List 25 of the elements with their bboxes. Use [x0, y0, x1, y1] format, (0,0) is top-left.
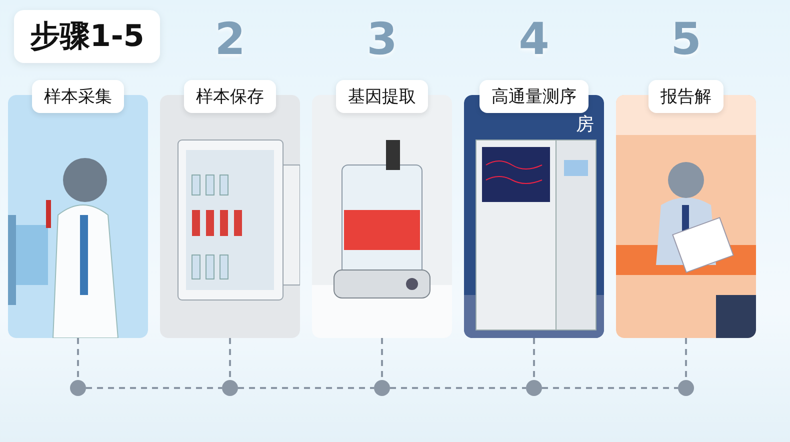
- step-number: 3: [366, 14, 398, 65]
- step-number: 5: [670, 14, 702, 65]
- timeline-dot: [678, 380, 694, 396]
- dashed-connector: [533, 338, 535, 380]
- step-number: 4: [518, 14, 550, 65]
- dashed-connector: [542, 387, 678, 389]
- step-label: 高通量测序: [480, 80, 588, 113]
- step-label: 样本采集: [32, 80, 124, 113]
- timeline-dot: [526, 380, 542, 396]
- dashed-connector: [390, 387, 526, 389]
- step-number: 2: [214, 14, 246, 65]
- dashed-connector: [238, 387, 374, 389]
- timeline-dot: [70, 380, 86, 396]
- step-label: 样本保存: [184, 80, 276, 113]
- step-label: 基因提取: [336, 80, 428, 113]
- dashed-connector: [229, 338, 231, 380]
- wall-sign-text: 房: [576, 113, 594, 136]
- dashed-connector: [381, 338, 383, 380]
- dashed-connector: [86, 387, 222, 389]
- dashed-connector: [77, 338, 79, 380]
- step-label: 报告解: [648, 80, 724, 113]
- timeline-dot: [222, 380, 238, 396]
- dashed-connector: [685, 338, 687, 380]
- title: 步骤1-5: [14, 10, 160, 63]
- timeline-dot: [374, 380, 390, 396]
